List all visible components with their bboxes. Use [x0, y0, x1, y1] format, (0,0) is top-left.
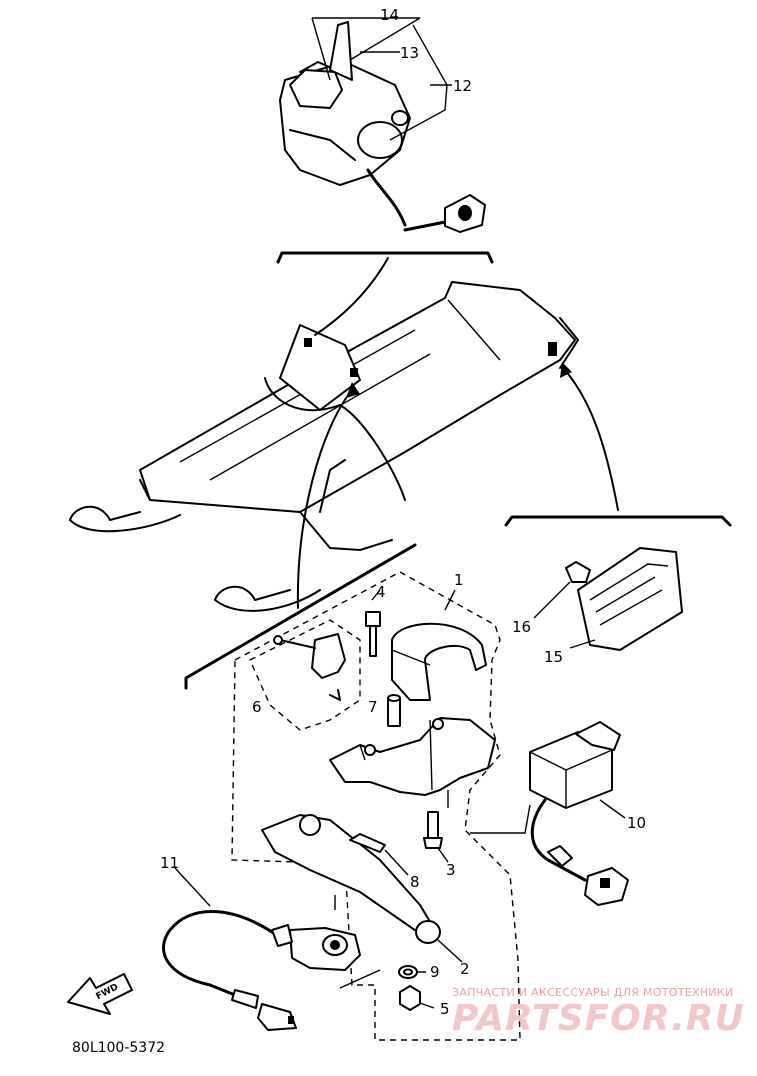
taillight-assembly [533, 547, 683, 651]
brake-lever-2 [261, 814, 463, 963]
callout-10: 10 [627, 814, 646, 832]
locator-arrows [296, 257, 619, 609]
callout-11: 11 [160, 854, 179, 872]
snowmobile-body [69, 281, 579, 612]
callout-8: 8 [410, 873, 420, 891]
washer-9 [398, 965, 426, 979]
watermark-brand: PARTSFOR.RU [452, 998, 745, 1039]
callout-14: 14 [380, 6, 399, 24]
callout-5: 5 [440, 1000, 450, 1018]
nut-5 [399, 985, 435, 1011]
group-bracket-left [184, 543, 417, 690]
brake-light-switch-11 [162, 867, 361, 1031]
callout-leaders-top [311, 17, 452, 141]
callout-15: 15 [544, 648, 563, 666]
callout-3: 3 [446, 861, 456, 879]
callout-1: 1 [454, 571, 464, 589]
brake-switch-6 [273, 633, 346, 701]
screw-3 [423, 811, 449, 863]
lever-cover-1 [391, 622, 487, 701]
dashed-link-11 [339, 969, 381, 989]
group-outline-6 [249, 619, 361, 731]
callout-13: 13 [400, 44, 419, 62]
screw-8 [349, 833, 409, 876]
group-bracket-top [276, 251, 494, 264]
callout-7: 7 [368, 698, 378, 716]
callout-9: 9 [430, 963, 440, 981]
lever-holder [329, 717, 496, 796]
fwd-arrow: FWD [67, 973, 133, 1015]
watermark-tagline: ЗАПЧАСТИ И АКСЕССУАРЫ ДЛЯ МОТОТЕХНИКИ [452, 986, 734, 999]
relay-unit-10 [470, 721, 629, 906]
bolt-4 [365, 589, 381, 657]
callout-4: 4 [376, 583, 386, 601]
callout-6: 6 [252, 698, 262, 716]
diagram-code: 80L100-5372 [72, 1040, 165, 1056]
pin-7 [387, 694, 401, 727]
group-bracket-right [504, 515, 732, 527]
callout-2: 2 [460, 960, 470, 978]
callout-16: 16 [512, 618, 531, 636]
callout-12: 12 [453, 77, 472, 95]
handlebar-switch-assembly [279, 21, 486, 233]
